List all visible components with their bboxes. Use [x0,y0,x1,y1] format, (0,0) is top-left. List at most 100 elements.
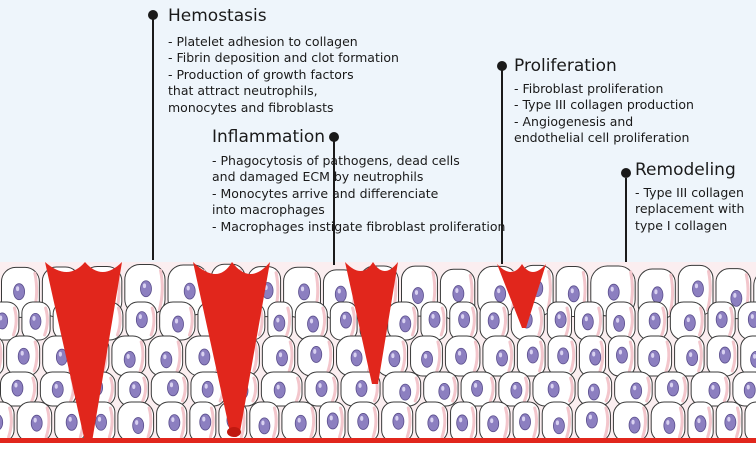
cell-blush [175,340,182,373]
epithelial-cell [715,401,743,443]
nucleus-highlight [132,384,136,390]
cell-nucleus [132,417,145,434]
nucleus-highlight [498,352,503,358]
nucleus-highlight [473,382,478,388]
nucleus-highlight [618,349,623,355]
cell-nucleus [458,311,471,328]
cell-nucleus [357,413,370,430]
cell-blush [326,340,333,373]
cell-nucleus [694,415,707,433]
nucleus-highlight [297,417,301,423]
epithelial-cell [460,371,497,407]
cell-blush [413,376,420,403]
cell-nucleus [0,312,9,330]
epithelial-cell [732,371,756,407]
epithelial-cell [420,301,448,341]
cell-blush [108,376,114,403]
cell-nucleus [438,382,451,400]
epithelial-cell [516,335,546,377]
nucleus-highlight [490,315,494,321]
cell-nucleus [334,285,347,303]
remodeling-steps: - Type III collagen replacement with typ… [635,185,753,234]
cell-blush [598,340,605,373]
cell-nucleus [294,414,307,432]
epithelial-cell [117,401,155,443]
cell-nucleus [183,282,196,300]
nucleus-highlight [669,382,674,388]
background [0,0,756,270]
cell-nucleus [686,349,699,366]
proliferation-steps: - Fibroblast proliferation - Type III co… [514,81,714,147]
cell-nucleus [613,315,626,332]
remodeling-marker [621,168,631,178]
epithelial-cell [125,301,158,341]
nucleus-highlight [278,352,283,358]
cell-blush [664,340,671,373]
epithelial-cell [637,335,673,377]
epithelial-cell [260,371,303,407]
cell-nucleus [456,414,469,432]
nucleus-highlight [461,314,465,319]
inflammation-title: Inflammation [212,127,326,147]
nucleus-highlight [276,317,280,323]
nucleus-highlight [318,383,322,388]
nucleus-highlight [97,416,102,422]
cell-nucleus [428,310,441,328]
cell-blush [0,340,3,370]
cell-nucleus [168,414,181,432]
cell-blush [705,269,712,312]
cell-nucleus [11,379,24,397]
cell-nucleus [65,413,78,431]
epithelial-cell [574,301,604,341]
stage-step: - Macrophages instigate fibroblast proli… [212,218,506,234]
nucleus-highlight [711,385,715,390]
cell-nucleus [663,417,676,434]
nucleus-highlight [14,382,18,388]
cell-nucleus [201,380,214,398]
epithelial-cell [578,335,607,377]
cell-nucleus [683,314,696,332]
nucleus-highlight [560,350,564,356]
remodeling-title: Remodeling [635,160,736,180]
nucleus-highlight [588,414,592,420]
nucleus-highlight [592,351,596,357]
cell-blush [107,406,114,439]
nucleus-highlight [0,315,3,321]
cell-nucleus [273,314,286,332]
cell-membrane [744,401,756,443]
cell-nucleus [667,379,679,397]
inflammation-marker [329,132,339,142]
cell-nucleus [258,417,271,435]
nucleus-highlight [309,318,314,324]
cell-nucleus [129,381,142,399]
epithelial-cell [654,371,689,407]
epithelial-cell [159,301,196,341]
nucleus-highlight [391,353,395,359]
cell-blush [180,376,187,403]
cell-nucleus [123,351,136,368]
stage-step: - Fibrin deposition and clot formation [168,50,399,66]
cell-blush [187,306,194,337]
epithelial-cell [21,301,51,341]
cell-blush [440,406,447,439]
nucleus-highlight [414,290,419,295]
cell-blush [32,340,39,373]
nucleus-highlight [727,416,731,422]
cell-nucleus [607,283,620,301]
stage-step: - Monocytes arrive and differenciate int… [212,185,439,218]
cell-blush [287,340,294,373]
cell-nucleus [567,285,580,303]
nucleus-highlight [557,314,561,319]
cell-blush [43,306,49,337]
cell-blush [604,376,611,403]
hemostasis-leader-line [152,15,154,260]
stage-step: - Type III collagen replacement with typ… [635,185,745,233]
cell-nucleus [692,280,704,298]
cell-blush [501,306,508,337]
nucleus-highlight [360,416,364,421]
cell-nucleus [708,382,721,399]
nucleus-highlight [126,354,130,359]
hemostasis-marker [148,10,158,20]
epithelial-cell [376,335,409,377]
cell-blush [294,376,301,403]
